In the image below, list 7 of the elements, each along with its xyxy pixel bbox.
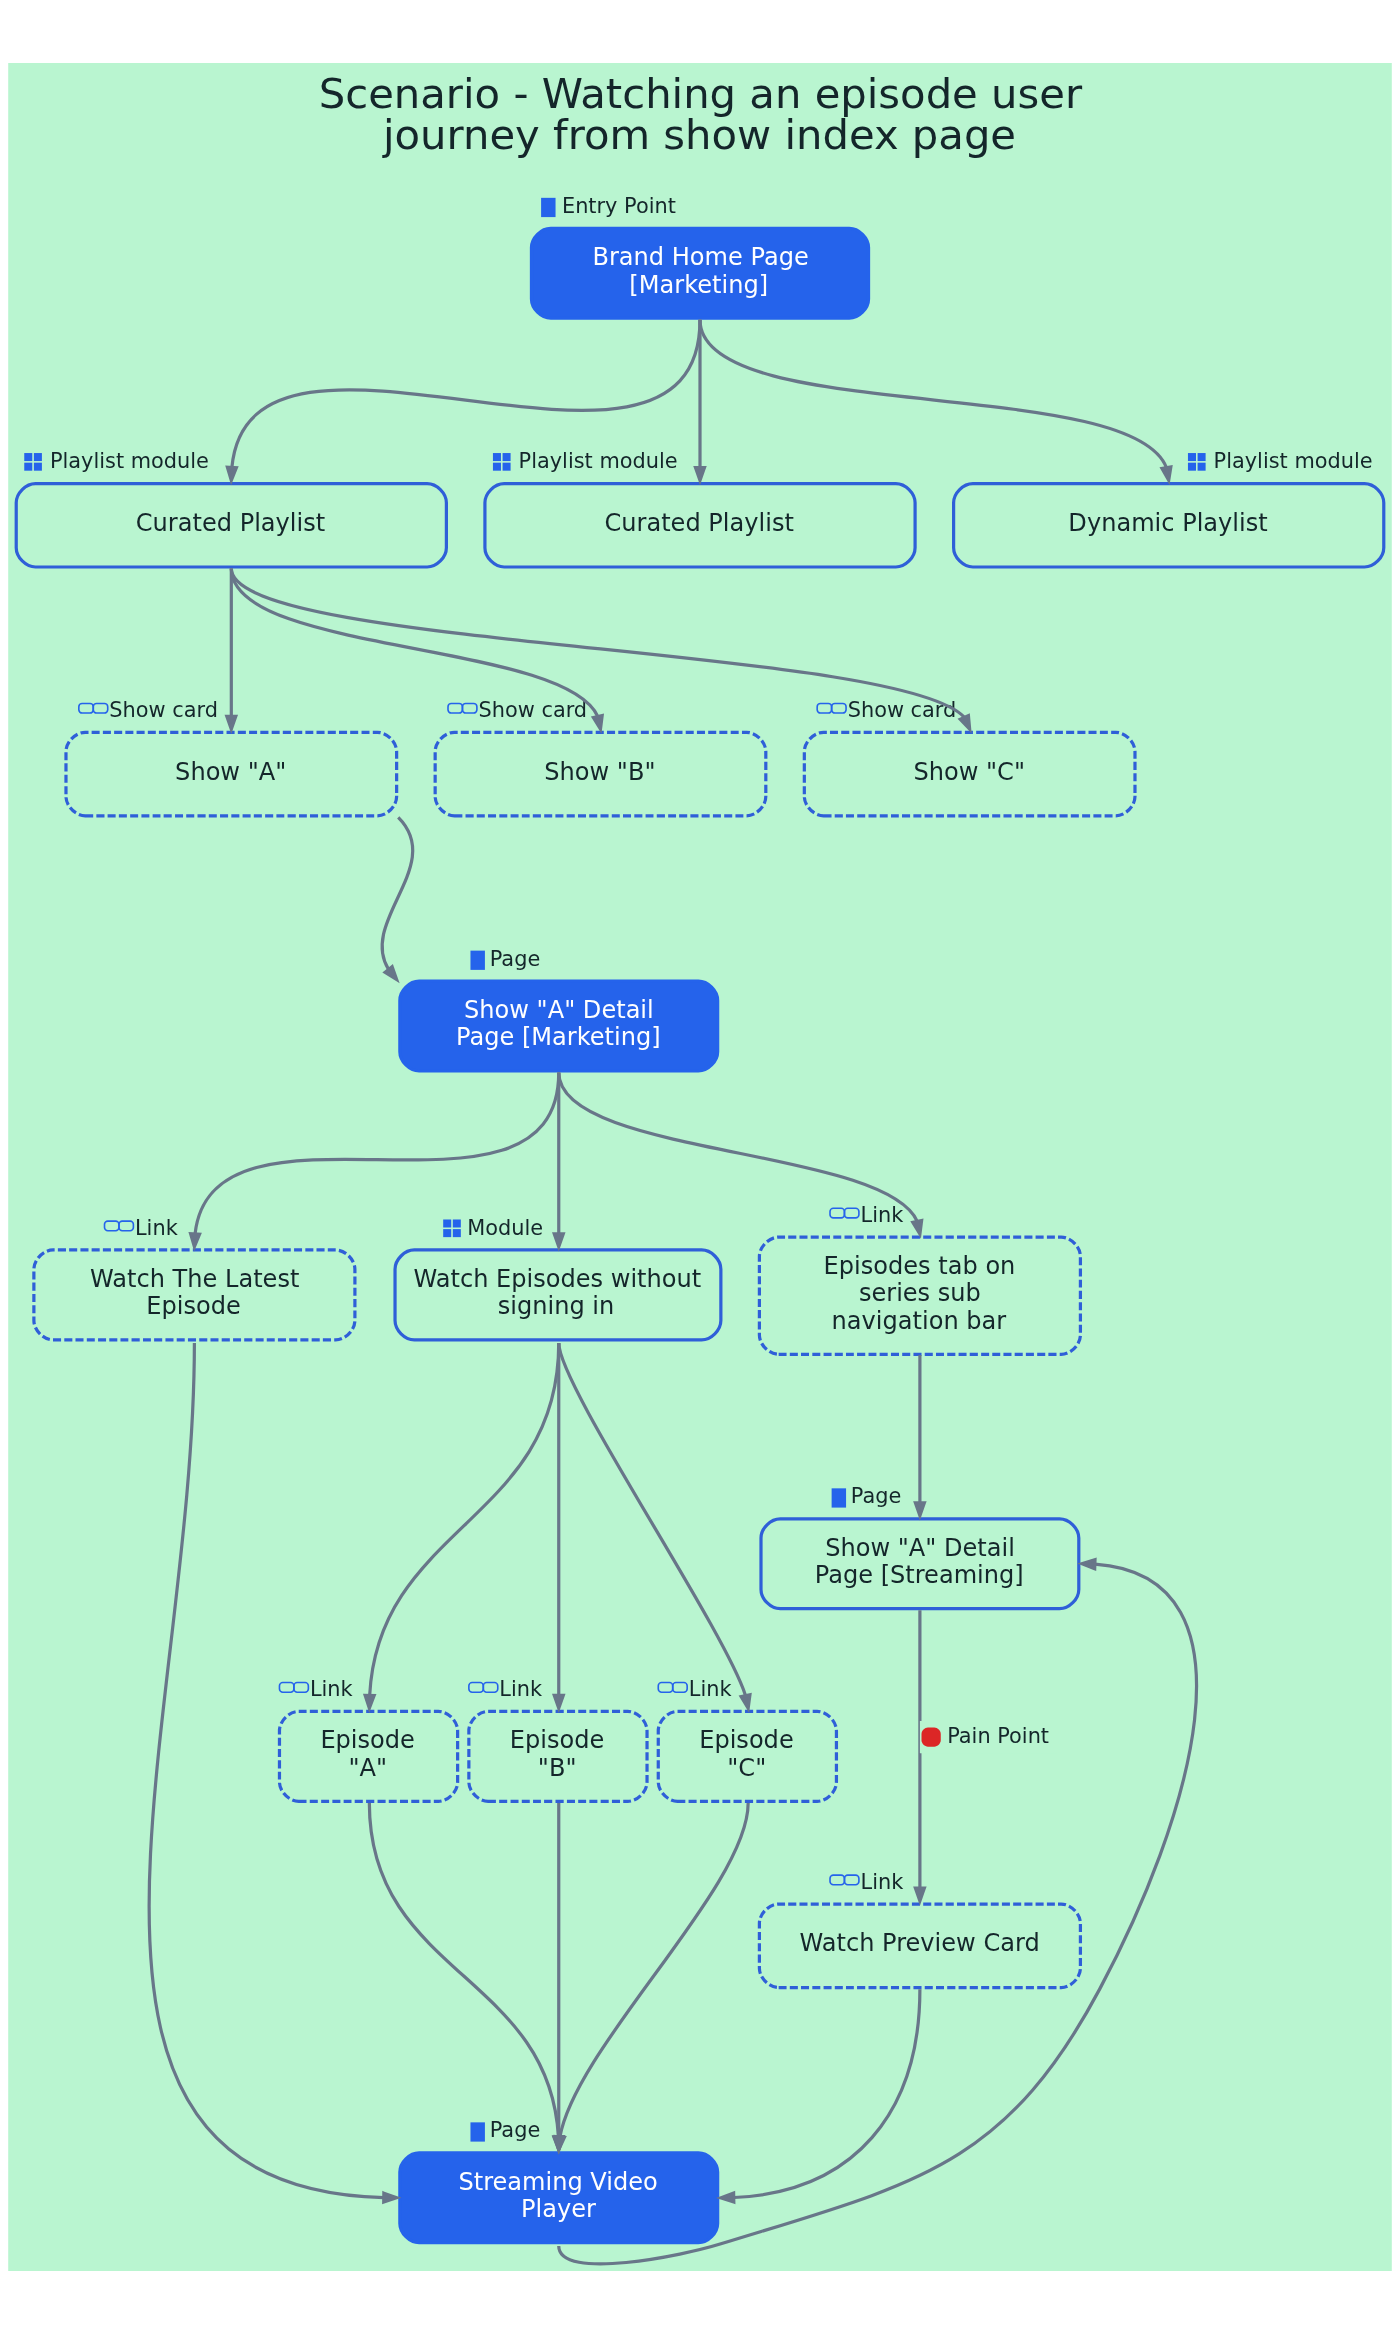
node-label: Show card <box>109 697 218 722</box>
edge-label: Pain Point <box>947 1723 1050 1748</box>
node-label: Link <box>688 1676 732 1701</box>
node-label: Link <box>499 1676 543 1701</box>
node-label: Link <box>309 1676 353 1701</box>
diagram-title: Scenario - Watching an episode user journey from show index page <box>318 68 1083 159</box>
node-label: Show card <box>478 697 588 722</box>
